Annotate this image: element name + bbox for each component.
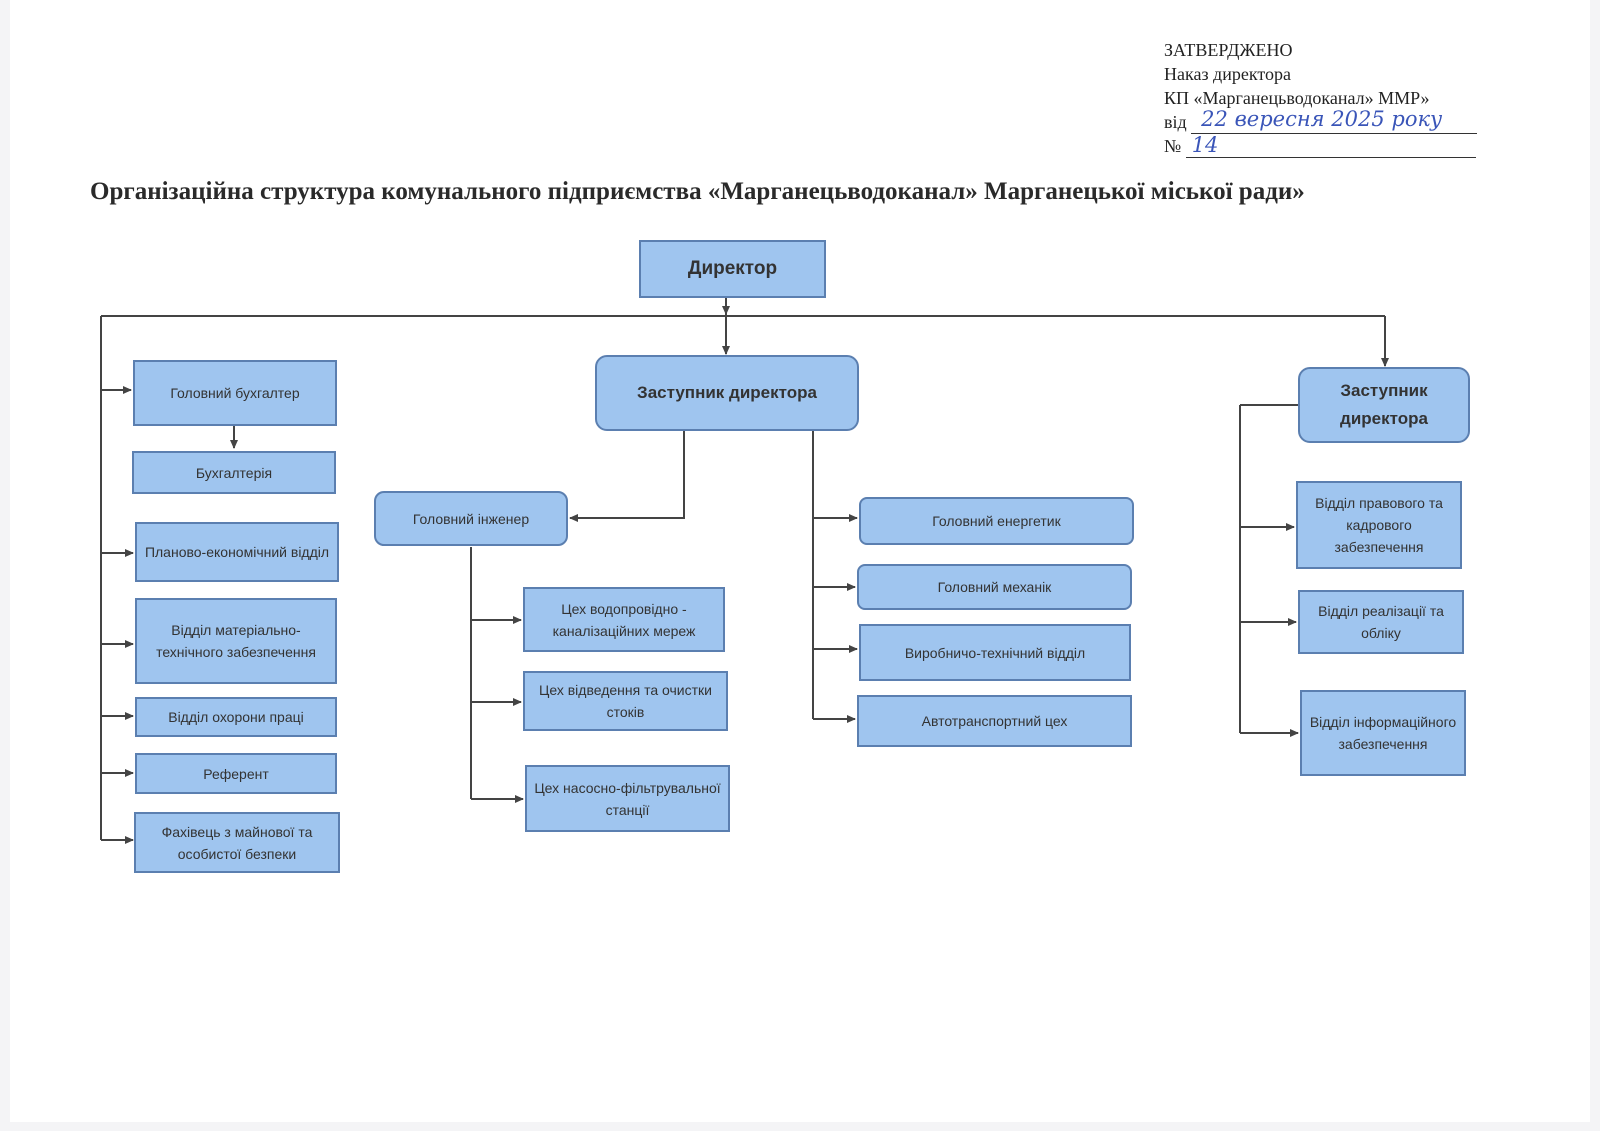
node-chief-power-engineer[interactable]: Головний енергетик [859, 497, 1134, 545]
page-title: Організаційна структура комунального під… [90, 178, 1305, 205]
approval-heading: ЗАТВЕРДЖЕНО [1164, 40, 1293, 60]
approval-order: Наказ директора [1164, 64, 1291, 84]
node-deputy-director-right[interactable]: Заступник директора [1298, 367, 1470, 443]
node-planning-economic[interactable]: Планово-економічний відділ [135, 522, 339, 582]
node-logistics[interactable]: Відділ матеріально-технічного забезпечен… [135, 598, 337, 684]
node-director[interactable]: Директор [639, 240, 826, 298]
node-director-label: Директор [687, 258, 778, 279]
node-deputy-director-center[interactable]: Заступник директора [595, 355, 859, 431]
approval-number-line: № 14 [1164, 133, 1484, 158]
node-logistics-label: Відділ матеріально-технічного забезпечен… [156, 622, 316, 660]
node-production-technical[interactable]: Виробничо-технічний відділ [859, 624, 1131, 681]
node-referent[interactable]: Референт [135, 753, 337, 794]
node-motor-transport-label: Автотранспортний цех [921, 713, 1068, 729]
node-security-specialist[interactable]: Фахівець з майнової та особистої безпеки [134, 812, 340, 873]
connector-deputy-to-engineer [569, 431, 685, 522]
node-pump-filter-workshop[interactable]: Цех насосно-фільтрувальної станції [525, 765, 730, 832]
node-deputy-center-label: Заступник директора [637, 383, 817, 402]
approval-date-underline: 22 вересня 2025 року [1191, 107, 1478, 134]
node-referent-label: Референт [203, 765, 269, 782]
approval-company: КП «Марганецьводоканал» ММР» [1164, 88, 1430, 108]
node-legal-hr[interactable]: Відділ правового та кадрового забезпечен… [1296, 481, 1462, 569]
approval-date-line: від 22 вересня 2025 року [1164, 107, 1484, 134]
node-deputy-right-label: Заступник директора [1340, 381, 1428, 428]
node-security-specialist-label: Фахівець з майнової та особистої безпеки [161, 823, 313, 862]
approval-number-prefix: № [1164, 136, 1182, 156]
node-planning-economic-label: Планово-економічний відділ [144, 544, 330, 560]
node-accounting-label: Бухгалтерія [195, 464, 273, 481]
node-production-technical-label: Виробничо-технічний відділ [904, 644, 1086, 661]
node-drainage-workshop-label: Цех відведення та очистки стоків [539, 682, 712, 720]
node-sales-accounting-label: Відділ реалізації та обліку [1318, 603, 1444, 641]
node-motor-transport[interactable]: Автотранспортний цех [857, 695, 1132, 747]
node-chief-mechanic-label: Головний механік [937, 579, 1052, 595]
node-water-sewer-workshop-label: Цех водопровідно - каналізаційних мереж [552, 600, 696, 639]
node-chief-engineer-label: Головний інженер [412, 510, 530, 527]
approval-number-underline: 14 [1185, 133, 1476, 158]
node-labor-safety[interactable]: Відділ охорони праці [135, 697, 337, 737]
node-sales-accounting[interactable]: Відділ реалізації та обліку [1298, 590, 1464, 654]
node-water-sewer-workshop[interactable]: Цех водопровідно - каналізаційних мереж [523, 587, 725, 652]
node-chief-accountant-label: Головний бухгалтер [170, 385, 300, 401]
approval-stamp-block: ЗАТВЕРДЖЕНО Наказ директора КП «Марганец… [1164, 38, 1484, 158]
node-chief-accountant[interactable]: Головний бухгалтер [133, 360, 337, 426]
approval-date-handwritten: 22 вересня 2025 року [1201, 107, 1443, 131]
approval-number-handwritten: 14 [1191, 133, 1219, 157]
node-accounting[interactable]: Бухгалтерія [132, 451, 336, 494]
node-pump-filter-workshop-label: Цех насосно-фільтрувальної станції [534, 779, 721, 818]
node-chief-power-engineer-label: Головний енергетик [932, 513, 1061, 529]
approval-date-prefix: від [1164, 112, 1187, 132]
node-chief-mechanic[interactable]: Головний механік [857, 564, 1132, 610]
node-chief-engineer[interactable]: Головний інженер [374, 491, 568, 546]
node-labor-safety-label: Відділ охорони праці [168, 709, 304, 725]
node-legal-hr-label: Відділ правового та кадрового забезпечен… [1315, 495, 1443, 555]
node-drainage-workshop[interactable]: Цех відведення та очистки стоків [523, 671, 728, 731]
node-it-support-label: Відділ інформаційного забезпечення [1309, 714, 1457, 752]
node-it-support[interactable]: Відділ інформаційного забезпечення [1300, 690, 1466, 776]
